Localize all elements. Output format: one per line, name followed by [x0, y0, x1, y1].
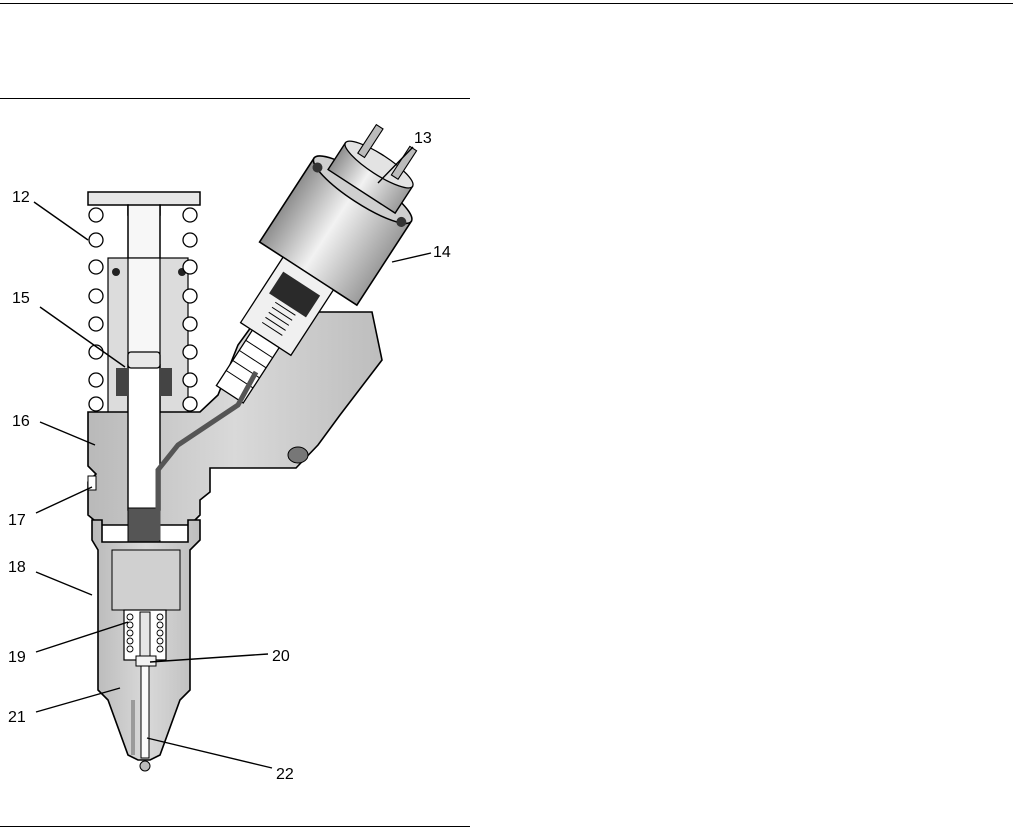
callout-22: 22	[276, 766, 294, 783]
callout-13: 13	[414, 130, 432, 147]
callout-17: 17	[8, 512, 26, 529]
callout-20: 20	[272, 648, 290, 665]
callout-19: 19	[8, 649, 26, 666]
callout-12: 12	[12, 189, 30, 206]
callout-15: 15	[12, 290, 30, 307]
callout-18: 18	[8, 559, 26, 576]
callout-21: 21	[8, 709, 26, 726]
nozzle-assembly	[92, 520, 200, 771]
callout-16: 16	[12, 413, 30, 430]
callout-14: 14	[433, 244, 451, 261]
